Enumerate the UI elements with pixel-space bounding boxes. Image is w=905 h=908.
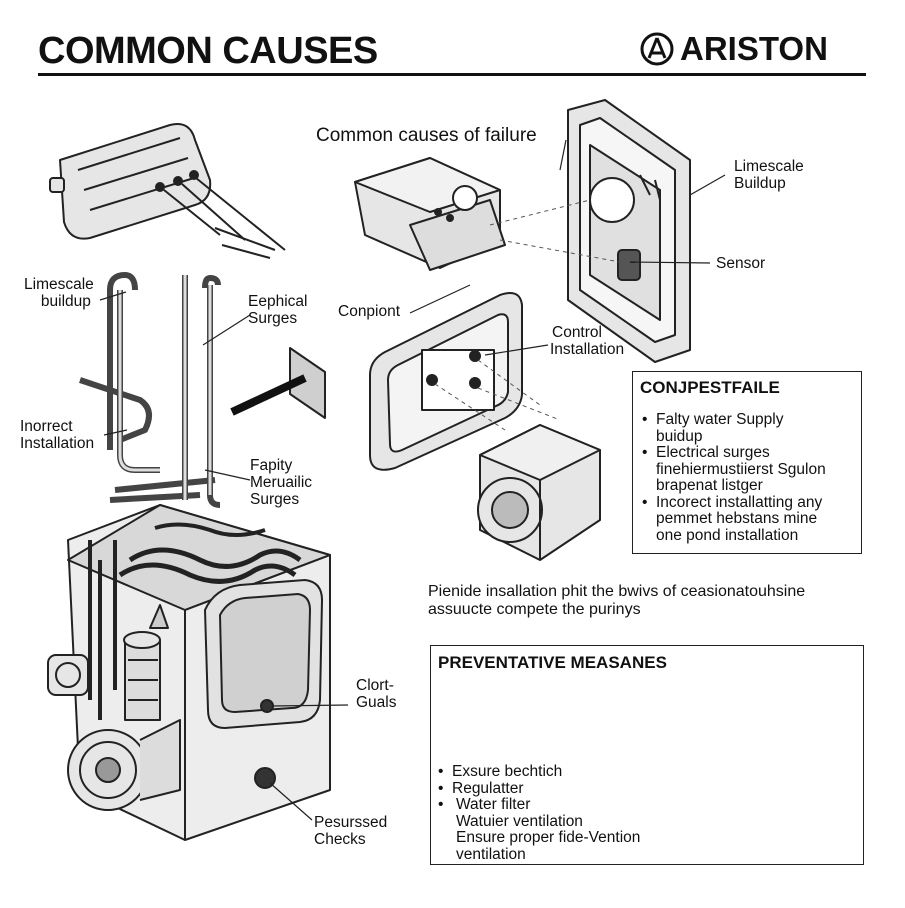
list-item: pemmet hebstans mine: [656, 510, 818, 527]
label-clort-guals: Clort-Guals: [356, 677, 397, 711]
list-item: Regulatter: [436, 780, 640, 798]
label-conpiont: Conpiont: [338, 303, 401, 320]
header-divider: [38, 73, 866, 76]
page-title: COMMON CAUSES: [38, 30, 378, 72]
wall-panel: [567, 99, 691, 363]
list-item: Exsure bechtich: [436, 763, 640, 781]
preventative-measures-box: PREVENTATIVE MEASANES Exsure bechtich Re…: [430, 645, 864, 865]
label-sensor: Sensor: [716, 255, 766, 272]
installation-note: Pienide insallation phit the bwivs of ce…: [428, 583, 806, 618]
list-item: Watuier ventilation: [456, 812, 583, 830]
list-item: ventilation: [456, 845, 526, 863]
label-common-causes-of-failure: Common causes of failure: [316, 125, 537, 146]
list-item: Electrical surges: [640, 444, 861, 462]
probe-plate: [230, 347, 326, 419]
list-item: Falty water Supply: [640, 411, 861, 429]
causes-list: Falty water Supply buidup Electrical sur…: [640, 411, 861, 544]
list-item: Water filter: [436, 796, 640, 814]
preventative-heading: PREVENTATIVE MEASANES: [438, 653, 667, 672]
control-housing: [354, 157, 506, 271]
list-item: one pond installation: [656, 526, 799, 544]
causes-box: CONJPESTFAILE Falty water Supply buidup …: [632, 371, 862, 554]
heating-element-cartridge: [49, 123, 286, 259]
fan-motor: [477, 424, 601, 561]
brand-name: ARISTON: [680, 30, 828, 67]
control-plate: [369, 292, 523, 471]
ariston-emblem-icon: [640, 32, 674, 66]
list-item: finehiermustiierst Sgulon: [656, 460, 826, 478]
brand-logo: ARISTON: [640, 30, 828, 68]
boiler-body: [47, 504, 331, 841]
list-item: Incorect installatting any: [640, 494, 861, 512]
list-item: buidup: [656, 427, 703, 445]
list-item: Ensure proper fide-Vention: [456, 829, 641, 846]
preventative-list: Exsure bechtich Regulatter Water filter …: [436, 763, 641, 863]
list-item: brapenat listger: [656, 477, 763, 494]
causes-box-heading: CONJPESTFAILE: [640, 378, 780, 397]
